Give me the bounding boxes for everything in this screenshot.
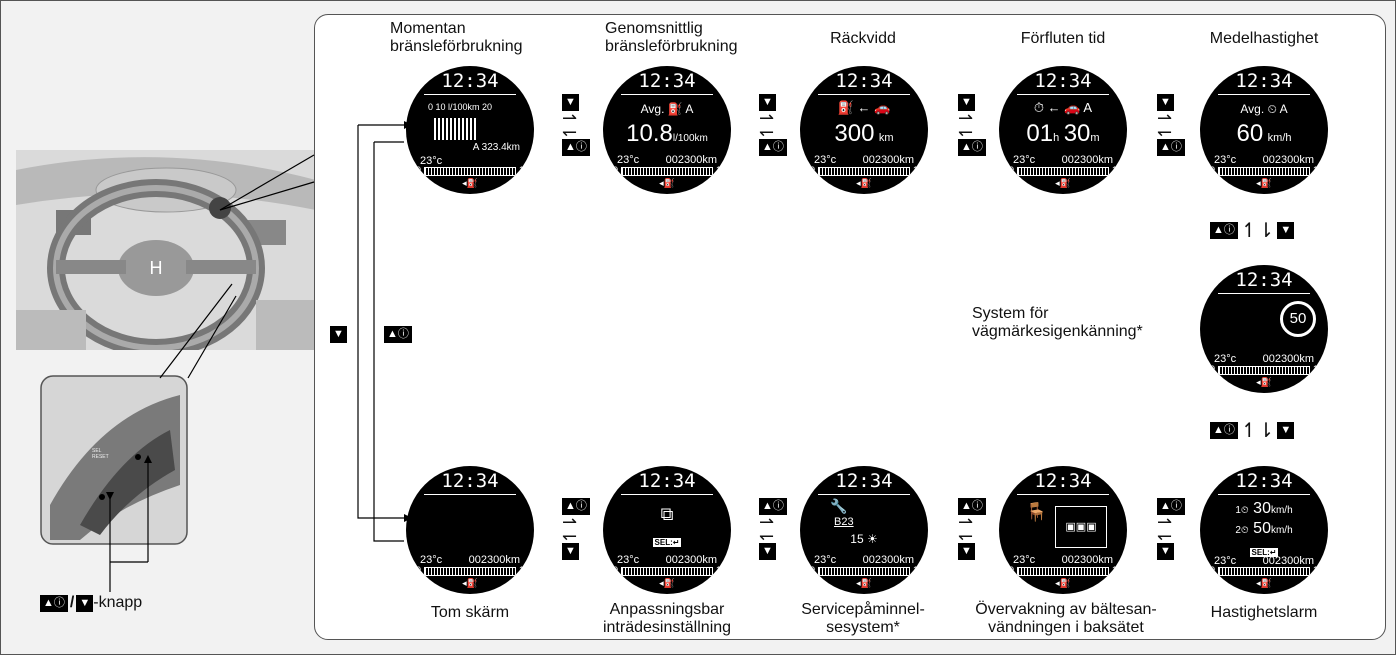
fuel-pump-icon: ◂⛽ (856, 178, 872, 188)
bottom-transition-2: ▲ⓘ ⇀↽ ▼ (759, 498, 787, 560)
vertical-transition-2: ▲ⓘ ↿⇂ ▼ (1210, 418, 1295, 443)
left-loop-down-key: ▼ (330, 326, 347, 343)
bottom-transition-1: ▲ⓘ ⇀↽ ▼ (562, 498, 590, 560)
fuel-pump-icon: ◂⛽ (462, 578, 478, 588)
seatbelt-icon: 🪑 (1025, 502, 1048, 522)
label-blank-screen: Tom skärm (430, 604, 510, 621)
clock-to-car-icon: ⏱ ← 🚗 (1033, 100, 1081, 115)
daylight-icon: ☀ (866, 532, 878, 546)
fuel-pump-icon: ◂⛽ (659, 178, 675, 188)
label-speed-alarm: Hastighetslarm (1210, 604, 1318, 621)
fuel-pump-icon: ⛽ (667, 102, 683, 116)
rear-seats-icon: ▣▣▣ (1055, 506, 1107, 548)
fuel-pump-icon: ◂⛽ (1055, 578, 1071, 588)
fuel-pump-icon: ◂⛽ (659, 578, 675, 588)
stalk-closeup-illustration (40, 375, 188, 545)
screens-icon: ⧉ (660, 504, 674, 524)
top-transition-1: ▼ ⇀↽ ▲ⓘ (562, 94, 590, 156)
button-caption: ▲ⓘ/▼-knapp (40, 594, 142, 612)
label-range: Räckvidd (830, 30, 896, 47)
speed-alarm-2-icon: 2⏲ (1235, 525, 1249, 536)
svg-text:H: H (150, 258, 163, 278)
fuel-pump-icon: ◂⛽ (1055, 178, 1071, 188)
left-loop-up-key: ▲ⓘ (384, 326, 412, 343)
label-rear-seatbelt-monitor: Övervakning av bältesan-vändningen i bak… (975, 601, 1157, 636)
speedometer-icon: ⏲ (1267, 102, 1277, 116)
wrench-icon: 🔧 (830, 498, 848, 514)
label-service-reminder: Servicepåminnel-sesystem* (801, 601, 925, 636)
speed-sign-icon: 50 (1280, 301, 1316, 337)
fuel-pump-icon: ◂⛽ (462, 178, 478, 188)
top-transition-2: ▼ ⇀↽ ▲ⓘ (759, 94, 787, 156)
label-average-speed: Medelhastighet (1209, 30, 1319, 47)
speed-alarm-1-icon: 1⏲ (1235, 505, 1249, 516)
fuel-to-car-icon: ⛽ ← 🚗 (837, 100, 891, 115)
vertical-transition-1: ▲ⓘ ↿⇂ ▼ (1210, 218, 1295, 243)
fuel-pump-icon: ◂⛽ (856, 578, 872, 588)
fuel-pump-icon: ◂⛽ (1256, 578, 1272, 588)
bottom-transition-3: ▲ⓘ ⇀↽ ▼ (958, 498, 986, 560)
fuel-pump-icon: ◂⛽ (1256, 377, 1272, 387)
fuel-pump-icon: ◂⛽ (1256, 178, 1272, 188)
top-transition-3: ▼ ⇀↽ ▲ⓘ (958, 94, 986, 156)
label-elapsed-time: Förfluten tid (1020, 30, 1106, 47)
bottom-transition-4: ▲ⓘ ⇀↽ ▼ (1157, 498, 1185, 560)
top-transition-4: ▼ ⇀↽ ▲ⓘ (1157, 94, 1185, 156)
